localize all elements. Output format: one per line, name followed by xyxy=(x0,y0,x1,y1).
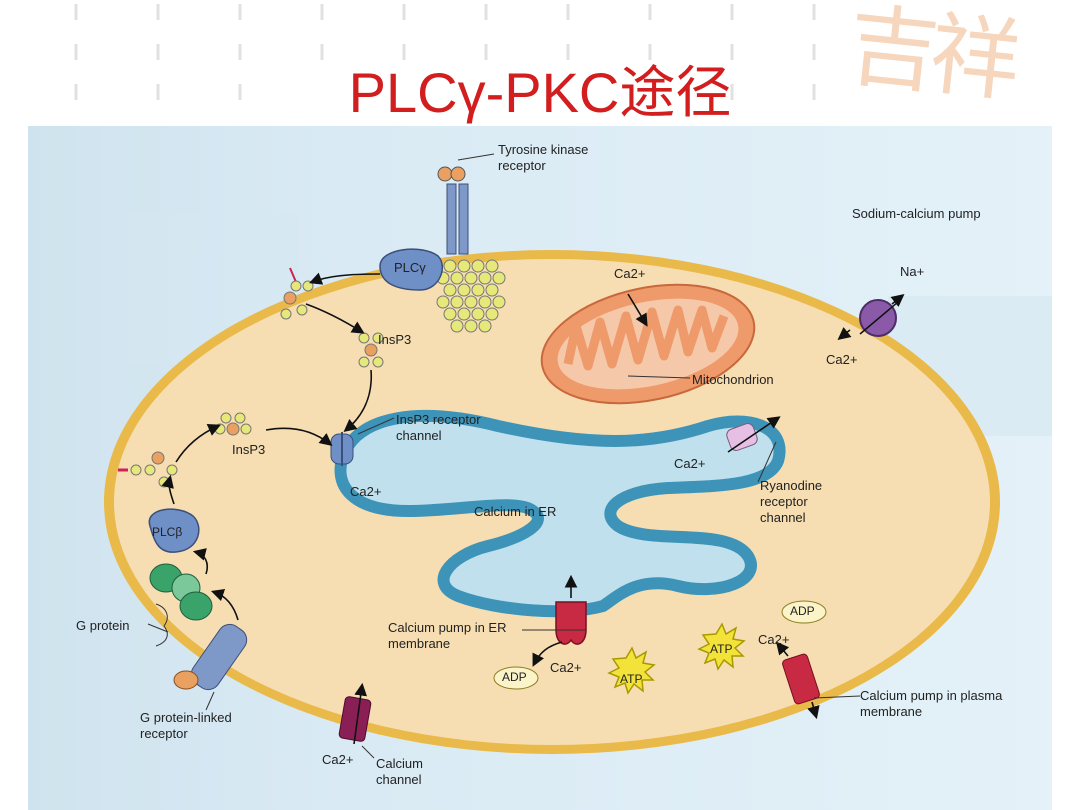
cell-diagram xyxy=(104,153,1052,759)
label-mitochondrion: Mitochondrion xyxy=(692,372,774,387)
label-ca-channel: Ca2+ xyxy=(322,752,354,767)
ryanodine-receptor-channel xyxy=(726,423,758,451)
label-ca-mito: Ca2+ xyxy=(614,266,646,281)
plc-gamma-enzyme xyxy=(379,248,443,291)
label-calcium-pump-plasma-membrane: Calcium pump in plasma membrane xyxy=(860,688,1003,719)
plasma-membrane-calcium-pump xyxy=(782,653,820,705)
label-g-protein: G protein xyxy=(76,618,130,633)
label-ca-pump-out: Ca2+ xyxy=(826,352,858,367)
label-ca-er-pump: Ca2+ xyxy=(550,660,582,675)
label-ca-er-channel: Ca2+ xyxy=(350,484,382,499)
adp-oval-er xyxy=(493,666,539,690)
tyrosine-kinase-receptor xyxy=(436,153,506,333)
label-plc-beta: PLCβ xyxy=(152,525,183,539)
insp3-receptor-channel xyxy=(330,432,354,466)
label-adp-er: ADP xyxy=(502,670,527,684)
atp-star-pm xyxy=(697,622,746,671)
label-calcium-in-er: Calcium in ER xyxy=(474,504,557,519)
label-atp-er: ATP xyxy=(620,672,643,686)
insp3-molecule-top xyxy=(280,267,314,320)
label-atp-pm: ATP xyxy=(710,642,733,656)
label-calcium-channel: Calcium channel xyxy=(376,756,423,787)
mitochondrion-organelle xyxy=(540,283,756,405)
insp3-molecule-mid xyxy=(358,332,384,368)
sodium-calcium-pump xyxy=(859,299,899,337)
g-protein-linked-receptor xyxy=(173,623,248,691)
label-na: Na+ xyxy=(900,264,925,279)
background-tick-pattern xyxy=(74,4,816,100)
plc-beta-enzyme xyxy=(148,508,200,553)
adp-oval-pm xyxy=(781,600,827,624)
atp-star-er xyxy=(607,646,656,695)
er-calcium-pump xyxy=(555,601,587,645)
label-insp3-b: InsP3 xyxy=(232,442,266,457)
pathway-arrows xyxy=(161,272,905,745)
label-ryanodine-receptor-channel: Ryanodine receptor channel xyxy=(760,478,823,525)
g-protein-complex xyxy=(149,563,213,621)
label-sodium-calcium-pump: Sodium-calcium pump xyxy=(852,206,981,221)
label-plc-gamma: PLCγ xyxy=(394,260,426,275)
label-calcium-pump-er-membrane: Calcium pump in ER membrane xyxy=(388,620,507,651)
label-leader-lines xyxy=(147,375,861,759)
label-tyrosine-kinase-receptor: Tyrosine kinase receptor xyxy=(498,142,589,173)
page-title: PLCγ-PKC途径 xyxy=(348,61,732,124)
label-ca-pm-pump: Ca2+ xyxy=(758,632,790,647)
calcium-channel-protein xyxy=(338,696,372,742)
calcium-signaling-figure: Tyrosine kinase receptor PLCγ InsP3 InsP… xyxy=(28,126,1052,810)
label-g-protein-linked-receptor: G protein-linked receptor xyxy=(140,710,232,741)
label-insp3-a: InsP3 xyxy=(378,332,412,347)
label-insp3-receptor-channel: InsP3 receptor channel xyxy=(396,412,481,443)
label-ca-ryanodine: Ca2+ xyxy=(674,456,706,471)
endoplasmic-reticulum xyxy=(334,410,786,618)
label-adp-pm: ADP xyxy=(790,604,815,618)
